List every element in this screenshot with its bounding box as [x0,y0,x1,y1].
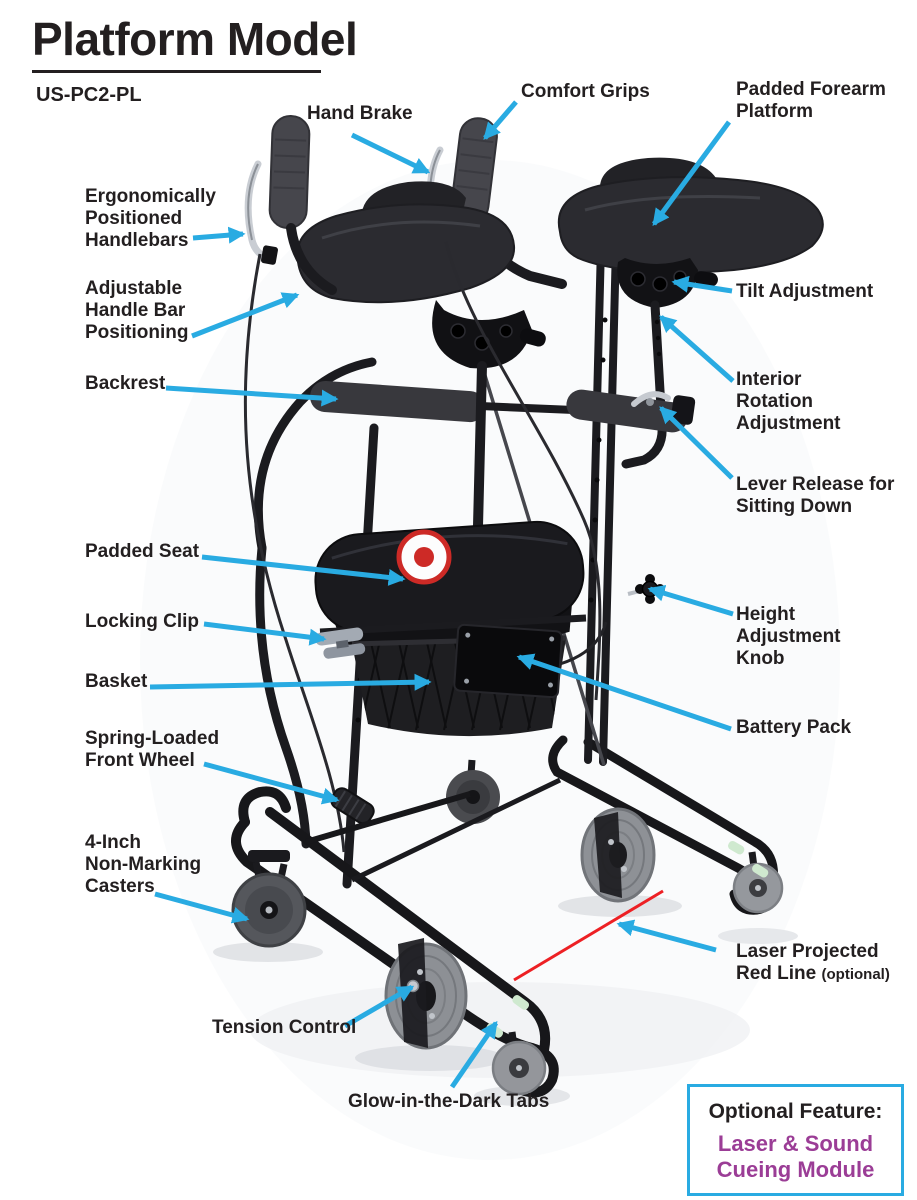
callout-arrow [651,120,732,227]
label-glow-in-the-dark-tabs: Glow-in-the-Dark Tabs [348,1091,550,1112]
callout-arrow [659,315,735,383]
hand-brake-lever-left [244,160,278,265]
glow-tab [752,863,769,878]
callout-arrow [671,275,733,294]
callout-arrow [343,984,415,1029]
label-tension-control: Tension Control [212,1017,357,1038]
label-comfort-grips: Comfort Grips [521,81,650,102]
rear-caster-left [231,872,307,948]
page-title: Platform Model [32,13,358,65]
callout-arrow [449,1020,499,1089]
base-right [446,735,784,915]
callout-arrow [192,226,246,244]
callout-arrow [659,406,734,480]
callout-arrow [616,919,717,953]
seat-logo [396,529,452,585]
front-caster-left [491,1040,547,1096]
model-number: US-PC2-PL [36,84,142,106]
comfort-grip-left [268,115,311,230]
seat-rail [319,614,587,636]
glow-tab [512,995,530,1010]
callout-arrow [483,100,518,140]
callout-arrow [149,673,432,691]
battery-pack [453,623,563,699]
callout-arrow [203,761,340,805]
label-locking-clip: Locking Clip [85,611,199,632]
callout-arrow [154,891,250,924]
lever-release [631,391,671,407]
base-left [231,777,562,1098]
laser-red-line [513,889,664,982]
label-laser-optional-suffix: (optional) [821,966,890,983]
label-battery-pack: Battery Pack [736,717,852,738]
callout-arrow [165,385,339,407]
backrest [253,357,696,553]
label-backrest: Backrest [85,373,166,394]
callout-arrow [350,132,431,175]
glow-tab [728,841,745,855]
label-laser-line2: Red Line [736,963,817,984]
label-laser-line1: Laser Projected [736,941,879,962]
label-interior-rotation-adjustment: Interior Rotation Adjustment [736,369,841,434]
locking-clip [315,627,366,659]
title-underline [32,70,321,73]
optional-feature-heading: Optional Feature: [708,1100,883,1123]
front-caster-right [732,862,784,914]
callout-arrow [191,292,300,339]
brake-cables [243,241,602,853]
optional-feature-box: Optional Feature: Laser & Sound Cueing M… [687,1084,904,1196]
callout-arrow [203,621,327,646]
label-4-inch-non-marking-casters: 4-Inch Non-Marking Casters [85,832,202,897]
label-spring-loaded-front-wheel: Spring-Loaded Front Wheel [85,728,220,771]
forearm-platform-left [296,181,546,531]
label-ergonomically-positioned-handlebars: Ergonomically Positioned Handlebars [85,186,216,251]
callout-arrow [201,554,406,586]
label-hand-brake: Hand Brake [307,103,413,124]
label-lever-release-for-sitting-down: Lever Release for Sitting Down [736,474,895,517]
big-wheel-right [580,807,656,903]
callout-arrows [149,100,735,1089]
label-padded-seat: Padded Seat [85,541,200,562]
battery-wire [559,621,608,666]
optional-feature-detail: Laser & Sound Cueing Module [716,1131,875,1182]
label-basket: Basket [85,671,148,692]
label-tilt-adjustment: Tilt Adjustment [736,281,874,302]
grip-post-left [286,223,337,295]
label-adjustable-handle-bar-positioning: Adjustable Handle Bar Positioning [85,278,189,343]
label-height-adjustment-knob: Height Adjustment Knob [736,604,841,669]
callout-arrow [516,653,732,732]
spring-loaded-mechanism [330,787,375,825]
label-padded-forearm-platform: Padded Forearm Platform [736,79,886,122]
callout-arrow [647,585,734,617]
